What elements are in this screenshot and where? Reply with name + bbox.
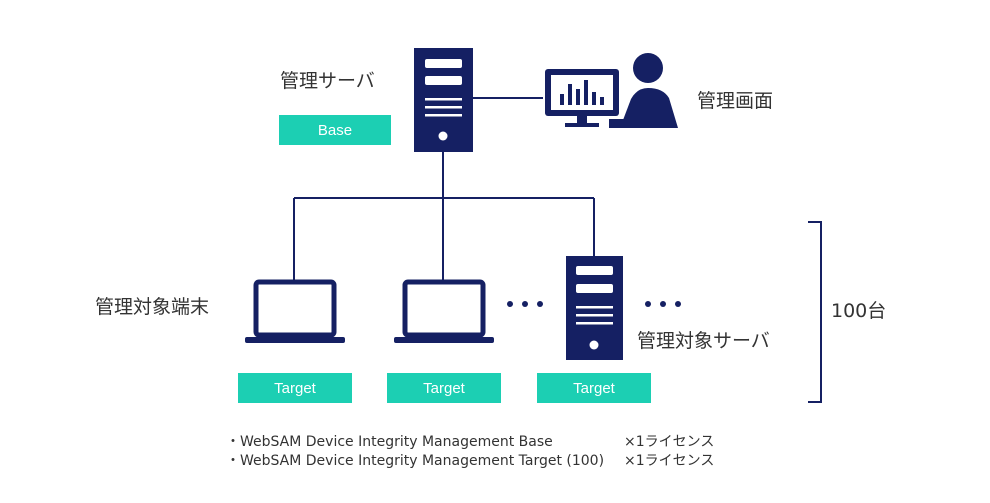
laptop-icon-1 xyxy=(245,279,345,343)
person-icon xyxy=(609,53,678,128)
managed-terminals-label: 管理対象端末 xyxy=(95,296,210,318)
license-note-qty: ×1ライセンス xyxy=(624,434,715,450)
managed-servers-label: 管理対象サーバ xyxy=(637,330,770,352)
count-label: 100台 xyxy=(831,300,887,322)
license-note-base: ・WebSAM Device Integrity Management Base… xyxy=(226,433,714,452)
target-badge-1: Target xyxy=(238,373,352,403)
ellipsis-dots-1 xyxy=(507,301,543,307)
license-note-text: ・WebSAM Device Integrity Management Base xyxy=(226,434,553,450)
management-screen-label: 管理画面 xyxy=(697,90,774,112)
ellipsis-dots-2 xyxy=(645,301,681,307)
admin-monitor-icon xyxy=(545,69,619,127)
laptop-icon-2 xyxy=(394,279,494,343)
count-bracket xyxy=(808,221,822,403)
target-badge-3: Target xyxy=(537,373,651,403)
license-note-qty: ×1ライセンス xyxy=(624,453,715,469)
license-note-text: ・WebSAM Device Integrity Management Targ… xyxy=(226,453,605,469)
managed-server-icon xyxy=(566,256,623,360)
management-server-label: 管理サーバ xyxy=(280,70,375,92)
license-notes: ・WebSAM Device Integrity Management Base… xyxy=(226,433,714,471)
management-server-icon xyxy=(414,48,473,152)
connector-lines xyxy=(293,97,822,403)
license-note-target: ・WebSAM Device Integrity Management Targ… xyxy=(226,452,714,471)
base-badge: Base xyxy=(279,115,391,145)
target-badge-2: Target xyxy=(387,373,501,403)
